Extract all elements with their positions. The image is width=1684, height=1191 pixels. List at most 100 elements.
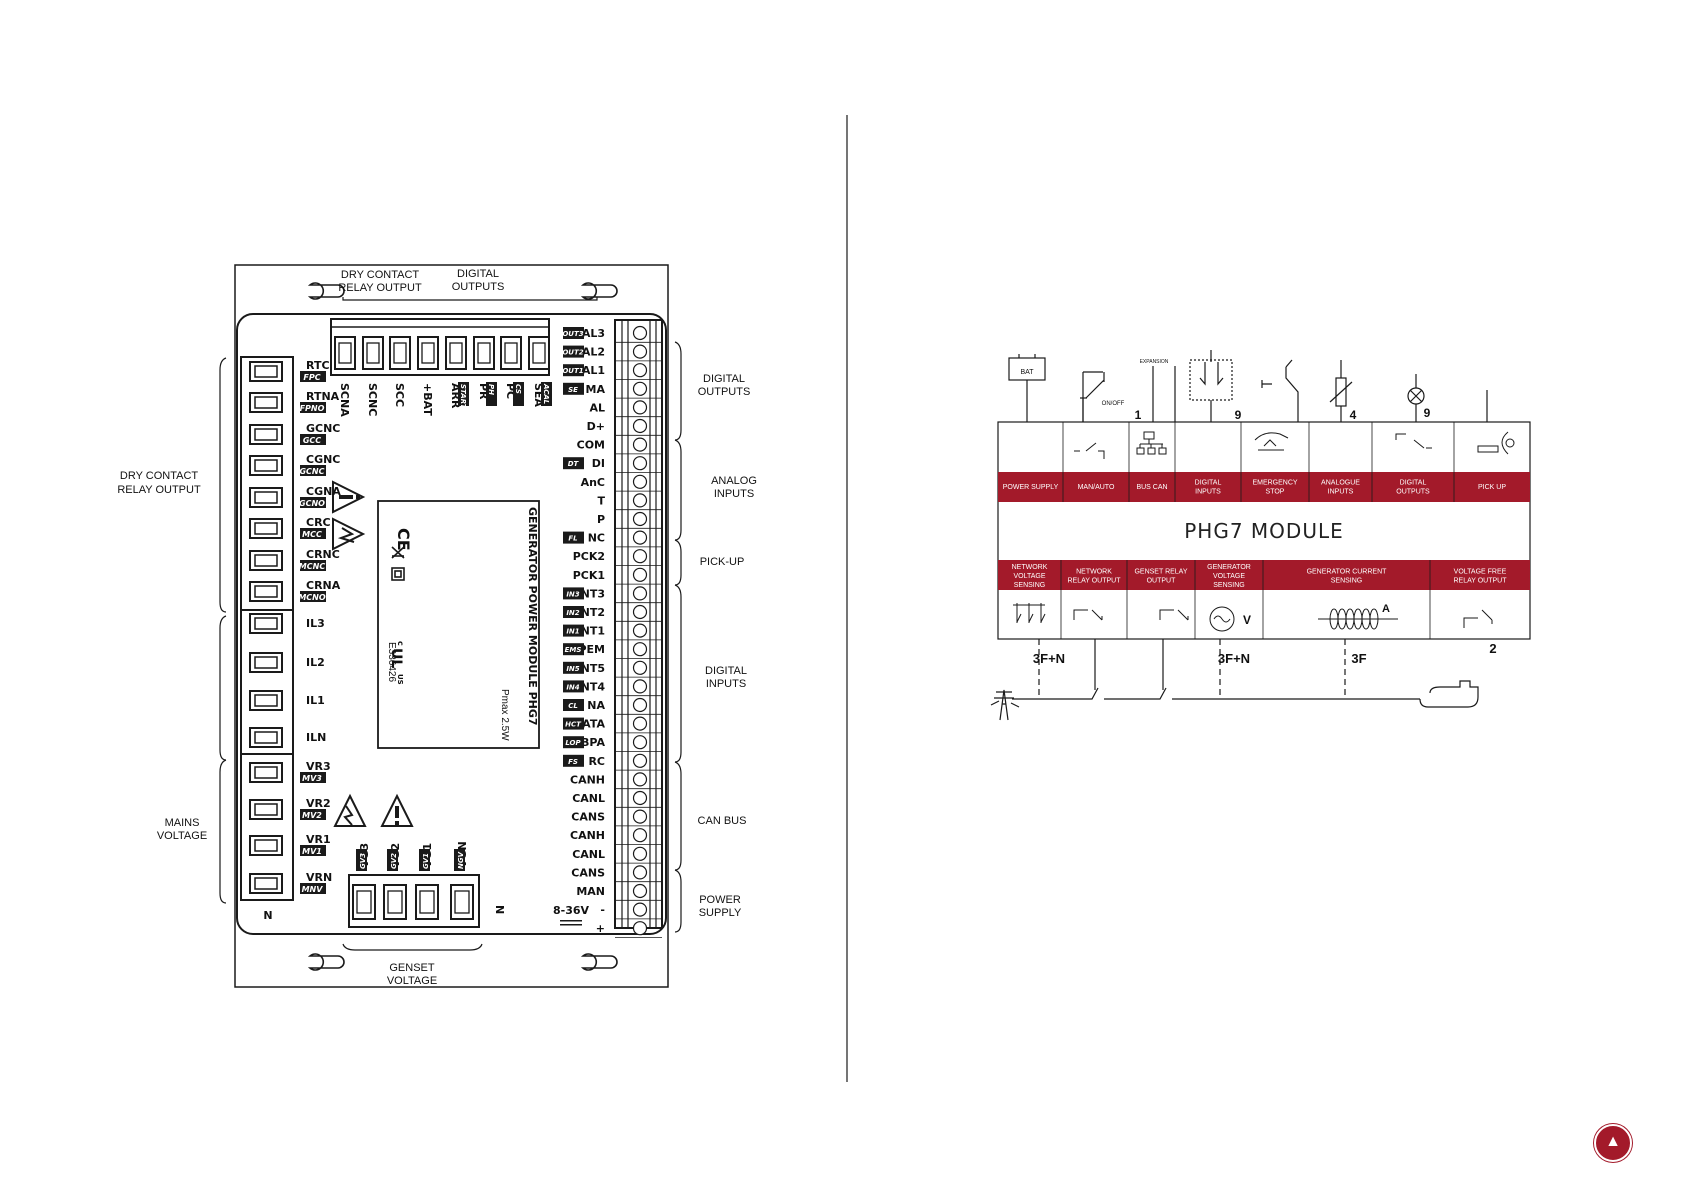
wire-label: 3F+N (1033, 651, 1065, 666)
right-label-2: PICK-UP (700, 556, 745, 568)
left-terminal-tag: GCNC (299, 467, 324, 476)
left-terminal-name: ILN (306, 731, 326, 744)
right-terminal-name: ATA (582, 718, 605, 731)
right-terminal-tag-bg (563, 457, 584, 470)
right-terminal-name: MA (586, 383, 606, 396)
top-label-dry-contact: RELAY OUTPUT (338, 282, 422, 294)
right-label-1: ANALOG (711, 475, 757, 487)
upper-header-label: ANALOGUE (1321, 480, 1360, 487)
bottom-wiring (990, 639, 1479, 721)
left-terminal-screw (254, 554, 278, 567)
left-terminal-tag: FPC (303, 373, 320, 382)
left-terminal-tag: FPNO (300, 404, 325, 413)
left-label-dry-contact: RELAY OUTPUT (117, 484, 201, 496)
right-terminal-tag-bg (563, 531, 584, 544)
certification-code: E336426 (386, 642, 397, 682)
ul-c-mark: c (396, 641, 405, 646)
left-terminal-screw (254, 731, 278, 744)
power-pylon-icon (994, 689, 1014, 721)
top-terminal-name: SCNA (338, 383, 351, 417)
upper-header-band (998, 472, 1530, 502)
upper-column-dividers (1062, 422, 1455, 502)
man-auto-icon (1074, 442, 1105, 459)
left-terminal-name: IL3 (306, 617, 325, 630)
lower-header-label: RELAY OUTPUT (1067, 578, 1121, 585)
right-terminal-screw (632, 567, 648, 582)
top-terminal-screw (421, 342, 435, 364)
left-terminal-name: VRN (306, 871, 332, 884)
right-terminal-tag: DT (568, 460, 580, 468)
left-terminal-name: CGNC (306, 453, 340, 466)
input-count: 9 (1424, 406, 1431, 420)
upper-cell-icons (1074, 431, 1515, 459)
right-terminal-tag-bg (563, 587, 584, 600)
bottom-label-genset-voltage: GENSET (389, 962, 435, 974)
left-terminal-tag: MNV (302, 885, 324, 894)
right-terminal-name: AnC (581, 476, 605, 489)
digital-inputs-contact-icon (1189, 359, 1233, 401)
right-terminal-screw (632, 325, 648, 341)
module-name-text: GENERATOR POWER MODULE PHG7 (526, 507, 539, 726)
right-terminal-screw (632, 921, 648, 936)
upper-header-label: INPUTS (1195, 489, 1221, 496)
right-label-0: OUTPUTS (698, 386, 751, 398)
genset-relay-icon (1159, 609, 1189, 621)
left-terminal-tag: MV2 (302, 811, 322, 820)
lower-header-label: SENSING (1331, 578, 1363, 585)
right-terminal-screw (632, 437, 648, 452)
top-terminal-screw (393, 342, 407, 364)
generator-voltage-icon (1209, 606, 1235, 632)
group-brackets (219, 297, 682, 951)
right-label-1: INPUTS (714, 488, 754, 500)
upper-header-label: POWER SUPPLY (1003, 484, 1059, 491)
left-terminal-tag-bg (300, 402, 326, 413)
on-off-switch-icon (1082, 371, 1105, 422)
left-label-mains-voltage: MAINS (165, 817, 200, 829)
right-terminal-screw (632, 456, 648, 471)
right-terminal-tag-bg (563, 382, 584, 395)
right-terminal-name: T (597, 494, 605, 507)
top-label-digital-outputs: DIGITAL (457, 268, 499, 280)
lower-header-label: VOLTAGE FREE (1454, 569, 1507, 576)
lower-header-label: SENSING (1014, 582, 1046, 589)
voltage-free-relay-icon (1463, 609, 1493, 628)
right-terminal-screw (632, 735, 648, 750)
right-terminal-tag: IN1 (566, 628, 579, 636)
right-terminal-name: CANS (571, 866, 605, 879)
right-terminal-tag: LOP (565, 739, 581, 747)
right-terminal-tag: OUT3 (562, 330, 583, 338)
input-count: 9 (1235, 408, 1242, 422)
module-title: PHG7 MODULE (1184, 519, 1344, 543)
left-terminal-name: VR1 (306, 833, 331, 846)
top-terminal-name: SCC (393, 383, 406, 407)
right-terminal-tag: IN5 (566, 665, 579, 673)
left-terminal-tag: MV1 (302, 847, 322, 856)
upper-header-label: STOP (1266, 489, 1285, 496)
right-terminal-tag: FS (568, 758, 578, 766)
power-rating-text: Pmax 2.5W (499, 689, 510, 741)
right-label-3: DIGITAL (705, 665, 747, 677)
left-terminal-tag: GCNO (299, 499, 325, 508)
right-terminal-screw (632, 586, 648, 601)
supply-range-label: 8-36V (553, 904, 590, 917)
bottom-terminal-screw (419, 890, 435, 914)
left-terminal-screw (254, 694, 278, 707)
left-terminal-tag-bg (300, 497, 326, 508)
dc-symbol-line (560, 920, 582, 922)
right-terminal-tag: CL (568, 702, 578, 710)
right-label-4: CAN BUS (698, 815, 747, 827)
left-terminal-tag: MV3 (302, 774, 322, 783)
upper-header-label: PICK UP (1478, 484, 1506, 491)
right-terminal-name: MAN (576, 885, 605, 898)
top-terminal-screw (449, 342, 463, 364)
right-terminal-name: - (600, 904, 605, 917)
left-terminal-tag-bg (300, 371, 326, 382)
upper-header-label: DIGITAL (1195, 480, 1222, 487)
bottom-label-genset-voltage: VOLTAGE (387, 975, 437, 987)
emergency-stop-icon (1254, 432, 1289, 451)
left-terminal-name: IL1 (306, 694, 325, 707)
bottom-terminal-tag: GV1 (422, 853, 430, 869)
pickup-sensor-icon (1477, 445, 1499, 453)
left-terminal-tag-bg (300, 591, 326, 602)
